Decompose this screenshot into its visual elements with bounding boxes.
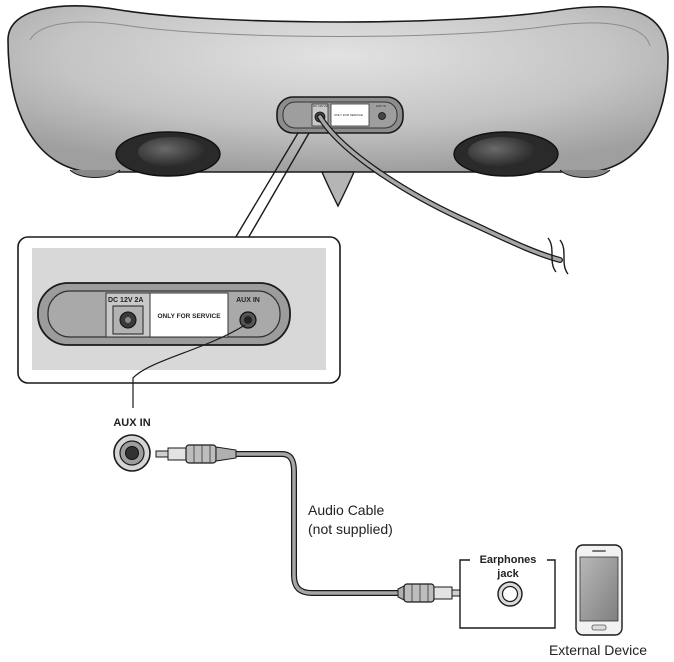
aux-label-zoom: AUX IN bbox=[236, 297, 260, 304]
earphones-label-line2: jack bbox=[496, 568, 519, 580]
service-label-small: ONLY FOR SERVICE bbox=[334, 113, 363, 117]
dc-label-small: DC 12V 2A bbox=[313, 104, 328, 108]
cable-label-line1: Audio Cable bbox=[308, 502, 384, 518]
aux-label-small: AUX IN bbox=[376, 104, 386, 108]
cable-break-mark bbox=[547, 237, 557, 273]
speaker-body bbox=[7, 5, 669, 208]
cable-label-line2: (not supplied) bbox=[308, 521, 393, 537]
bass-port-left bbox=[115, 131, 221, 177]
service-label: ONLY FOR SERVICE bbox=[157, 313, 221, 320]
zoom-callout: DC 12V 2A ONLY FOR SERVICE AUX IN bbox=[17, 236, 341, 384]
earphones-label-line1: Earphones bbox=[480, 554, 537, 566]
external-device-label: External Device bbox=[549, 642, 647, 658]
aux-pointer-line bbox=[132, 324, 246, 408]
aux-port-small bbox=[378, 112, 386, 120]
cable-break-mark bbox=[559, 239, 569, 275]
audio-cable bbox=[234, 452, 402, 595]
power-cable bbox=[318, 115, 562, 262]
bass-port-right bbox=[453, 131, 559, 177]
phone-icon bbox=[575, 544, 623, 636]
zoom-leader-line bbox=[246, 132, 310, 241]
zoom-leader-line bbox=[233, 132, 299, 241]
rear-panel-small: DC 12V 2A ONLY FOR SERVICE AUX IN bbox=[276, 96, 404, 134]
dc-label: DC 12V 2A bbox=[108, 297, 143, 304]
aux-in-label: AUX IN bbox=[113, 417, 150, 429]
audio-plug-device bbox=[397, 583, 471, 603]
aux-in-jack bbox=[113, 434, 151, 472]
audio-plug-aux bbox=[155, 444, 237, 464]
earphones-jack-box: Earphones jack bbox=[459, 554, 556, 629]
